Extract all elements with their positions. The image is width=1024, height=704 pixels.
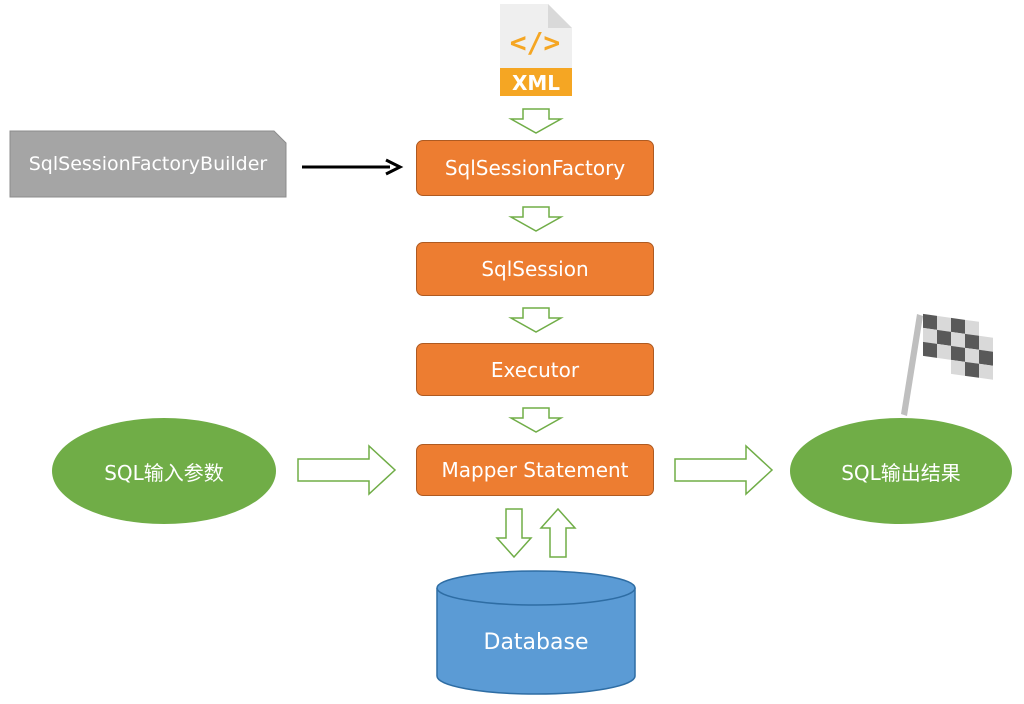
database-cylinder: [436, 570, 636, 695]
arrow-factory-to-session: [508, 206, 564, 232]
arrow-executor-to-mapper: [508, 407, 564, 433]
checkered-flag-icon: [901, 313, 993, 416]
arrow-database-to-mapper: [539, 507, 577, 558]
arrow-session-to-executor: [508, 307, 564, 333]
xml-label: XML: [512, 71, 560, 95]
sql-input-ellipse: SQL输入参数: [52, 418, 276, 524]
arrow-input-to-mapper: [297, 444, 397, 496]
executor-box: Executor: [416, 343, 654, 396]
sqlsessionfactory-box: SqlSessionFactory: [416, 140, 654, 196]
builder-shape: [9, 130, 287, 198]
builder-label: SqlSessionFactoryBuilder: [28, 153, 268, 175]
sql-output-ellipse: SQL输出结果: [790, 418, 1012, 524]
xml-code-glyph: </>: [510, 26, 561, 59]
arrow-mapper-to-database: [495, 508, 533, 559]
database-label: Database: [483, 629, 589, 655]
xml-file-icon: </> XML: [500, 4, 572, 96]
arrow-xml-to-factory: [508, 108, 564, 134]
sqlsession-box: SqlSession: [416, 242, 654, 296]
arrow-mapper-to-output: [674, 444, 774, 496]
arrow-builder-to-factory: [302, 158, 404, 176]
mapper-statement-box: Mapper Statement: [416, 444, 654, 496]
